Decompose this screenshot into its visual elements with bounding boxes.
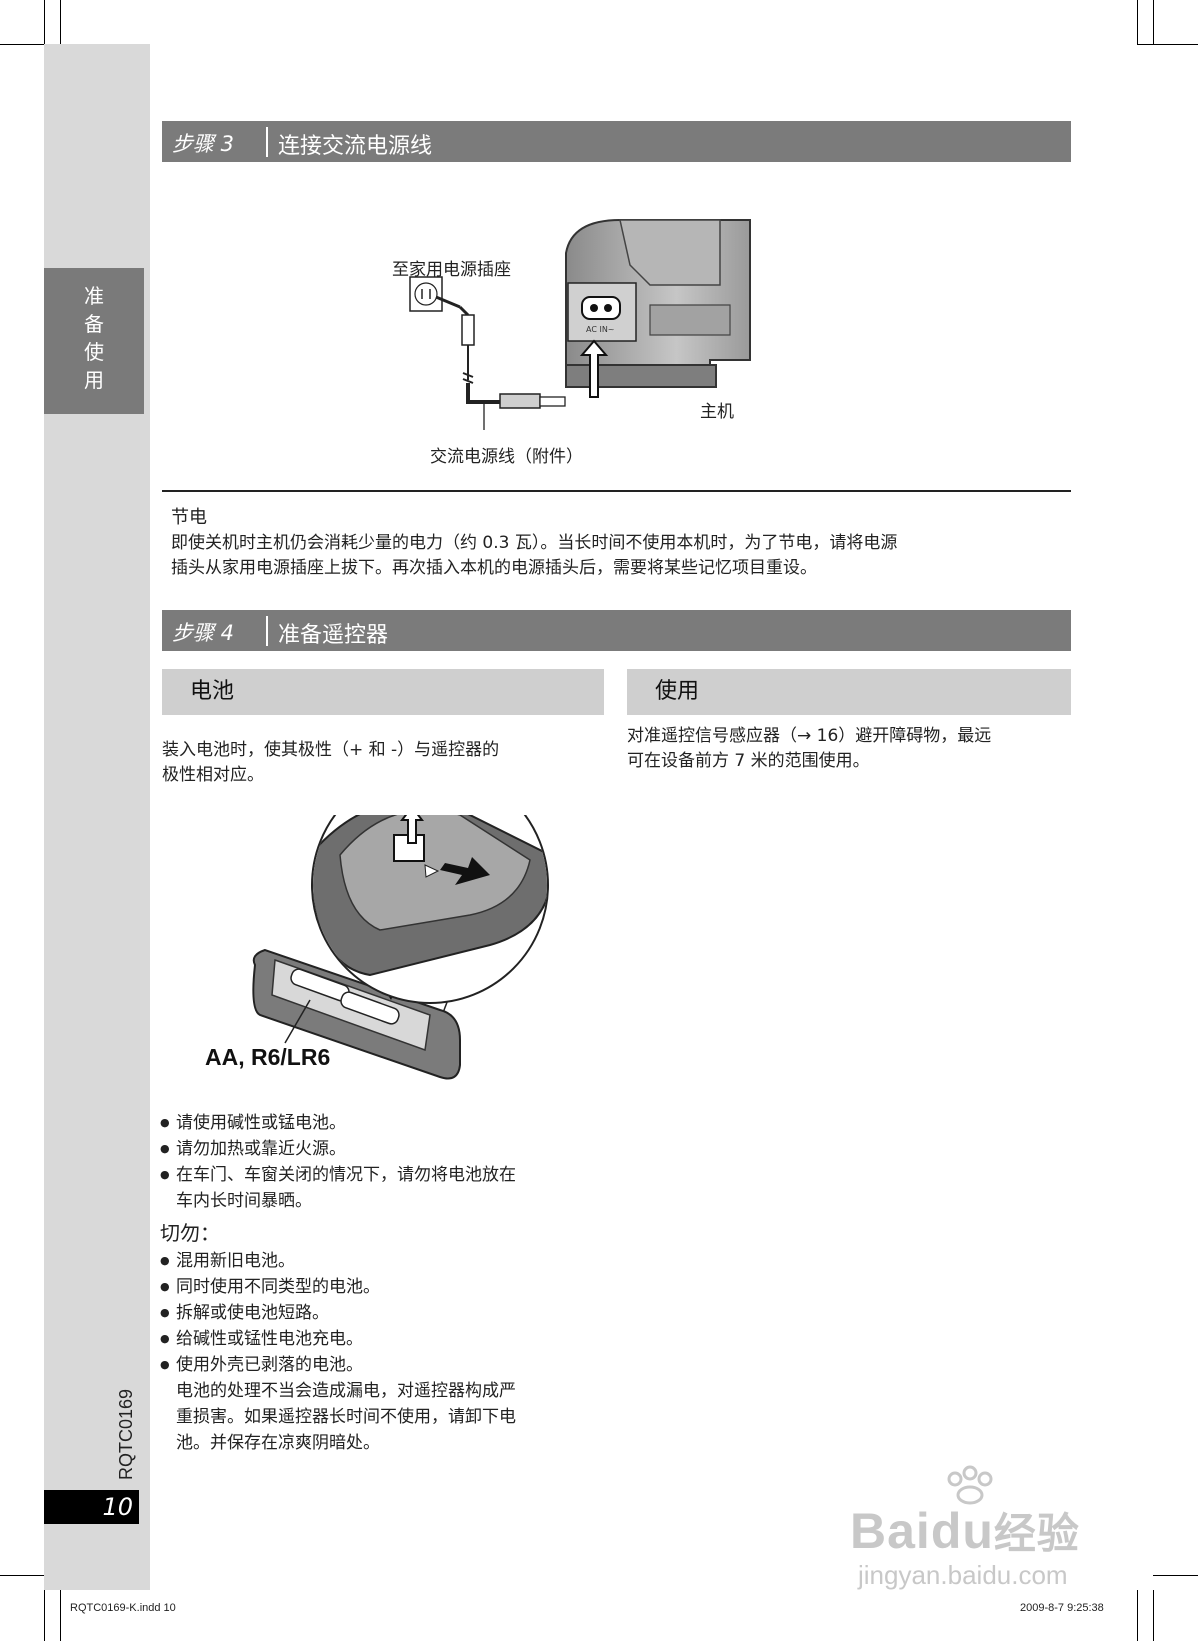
main-unit-label: 主机 xyxy=(700,402,734,422)
sidebar-tab-char: 备 xyxy=(84,312,104,336)
list-item: 请勿加热或靠近火源。 xyxy=(160,1136,600,1162)
list-item: 混用新旧电池。 xyxy=(160,1248,600,1274)
step4-separator xyxy=(266,616,268,646)
footer-file: RQTC0169-K.indd 10 xyxy=(70,1602,176,1614)
page-number: 10 xyxy=(44,1490,139,1524)
crop-mark xyxy=(1153,1575,1198,1576)
list-item: 给碱性或锰性电池充电。 xyxy=(160,1326,600,1352)
battery-heading: 电池 xyxy=(162,669,604,715)
list-item: 使用外壳已剥落的电池。 xyxy=(160,1352,600,1378)
sidebar-section-tab: 准 备 使 用 xyxy=(44,268,144,414)
warning-line: 电池的处理不当会造成漏电，对遥控器构成严 xyxy=(176,1381,516,1401)
main-unit-base xyxy=(565,364,717,388)
energy-title: 节电 xyxy=(171,507,207,528)
sidebar-tab-char: 使 xyxy=(84,340,104,364)
insert-arrow xyxy=(579,339,609,398)
power-cord-diagram: AC IN~ xyxy=(409,219,751,430)
ac-inlet-socket xyxy=(581,296,621,320)
outlet-label: 至家用电源插座 xyxy=(392,260,511,280)
use-heading: 使用 xyxy=(627,669,1071,715)
energy-line1: 即使关机时主机仍会消耗少量的电力（约 0.3 瓦）。当长时间不使用本机时，为了节… xyxy=(171,533,898,553)
ac-in-text: AC IN~ xyxy=(586,325,615,334)
crop-mark xyxy=(1137,1590,1138,1641)
use-text-line1: 对准遥控信号感应器（→ 16）避开障碍物，最远 xyxy=(627,726,992,746)
battery-install-diagram xyxy=(252,815,549,1080)
power-plug xyxy=(461,314,475,346)
step4-header: 步骤 4 准备遥控器 xyxy=(162,610,1071,651)
warning-line: 池。并保存在凉爽阴暗处。 xyxy=(176,1433,380,1453)
list-item: 拆解或使电池短路。 xyxy=(160,1300,600,1326)
crop-mark xyxy=(1137,44,1198,45)
footer-timestamp: 2009-8-7 9:25:38 xyxy=(1020,1602,1104,1614)
dont-list: 混用新旧电池。 同时使用不同类型的电池。 拆解或使电池短路。 给碱性或锰性电池充… xyxy=(160,1248,600,1456)
list-item-continuation: 车内长时间暴晒。 xyxy=(176,1191,312,1211)
watermark-brand: Baidu经验 xyxy=(850,1503,1080,1559)
use-text-line2: 可在设备前方 7 米的范围使用。 xyxy=(627,751,870,771)
sidebar-tab-char: 准 xyxy=(84,284,104,308)
crop-mark xyxy=(1153,1590,1154,1641)
step4-title: 准备遥控器 xyxy=(278,623,389,648)
dont-title: 切勿： xyxy=(160,1221,220,1245)
energy-line2: 插头从家用电源插座上拔下。再次插入本机的电源插头后，需要将某些记忆项目重设。 xyxy=(171,558,817,578)
paw-icon xyxy=(940,1465,1010,1505)
crop-mark xyxy=(44,0,45,44)
battery-type-label: AA, R6/LR6 xyxy=(205,1044,331,1070)
list-item: 请使用碱性或锰电池。 xyxy=(160,1110,600,1136)
warning-line: 重损害。如果遥控器长时间不使用，请卸下电 xyxy=(176,1407,516,1427)
battery-cell xyxy=(340,991,400,1025)
battery-caution-list: 请使用碱性或锰电池。 请勿加热或靠近火源。 在车门、车窗关闭的情况下，请勿将电池… xyxy=(160,1110,600,1214)
battery-text-line1: 装入电池时，使其极性（+ 和 -）与遥控器的 xyxy=(162,740,500,760)
step3-title: 连接交流电源线 xyxy=(278,134,433,159)
cord-connector xyxy=(499,393,541,409)
crop-mark xyxy=(60,1590,61,1641)
crop-mark xyxy=(0,1575,44,1576)
doc-id: RQTC0169 xyxy=(116,1388,136,1480)
crop-mark xyxy=(1153,0,1154,44)
crop-mark xyxy=(44,1590,45,1641)
step3-header: 步骤 3 连接交流电源线 xyxy=(162,121,1071,162)
battery-text-line2: 极性相对应。 xyxy=(162,765,264,785)
step3-separator xyxy=(266,127,268,157)
watermark-url: jingyan.baidu.com xyxy=(858,1560,1068,1590)
step4-label: 步骤 4 xyxy=(172,621,235,645)
crop-mark xyxy=(1137,0,1138,44)
sidebar-tab-char: 用 xyxy=(84,368,104,392)
cord-label: 交流电源线（附件） xyxy=(430,447,583,467)
step3-label: 步骤 3 xyxy=(172,132,235,156)
list-item: 在车门、车窗关闭的情况下，请勿将电池放在 xyxy=(160,1162,600,1188)
list-item: 同时使用不同类型的电池。 xyxy=(160,1274,600,1300)
section-divider xyxy=(162,490,1071,492)
crop-mark xyxy=(60,0,61,44)
crop-mark xyxy=(0,44,44,45)
